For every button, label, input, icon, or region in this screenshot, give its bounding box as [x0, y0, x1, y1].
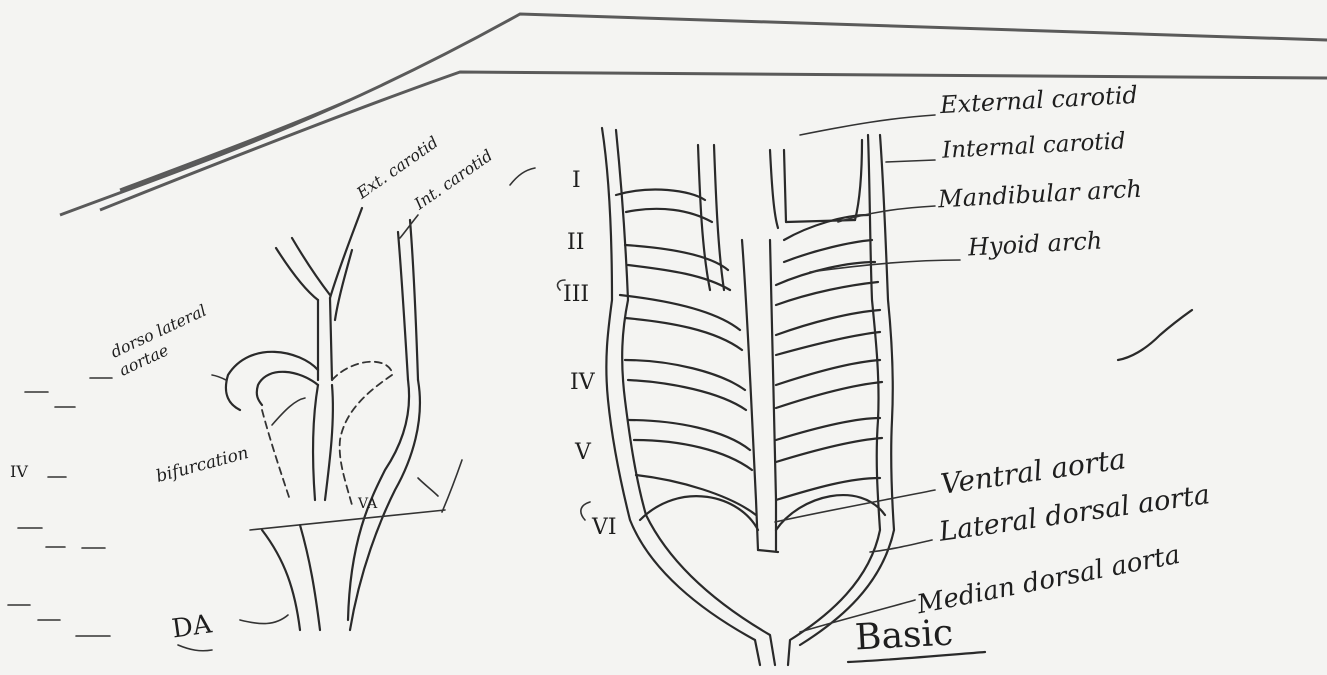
arch-numeral-5: V [575, 440, 591, 465]
arch-numeral-2: II [567, 230, 584, 255]
arch-numeral-3: III [563, 282, 589, 307]
margin-dashes [8, 378, 112, 636]
margin-numeral: IV [10, 462, 28, 481]
label-basic: Basic [854, 612, 954, 658]
left-aortic-diagram [178, 168, 535, 651]
label-va: VA [358, 496, 377, 512]
arch-numeral-1: I [572, 168, 581, 193]
arch-numeral-6: VI [592, 515, 617, 540]
label-da: DA [170, 609, 213, 644]
arch-numeral-4: IV [570, 370, 595, 395]
